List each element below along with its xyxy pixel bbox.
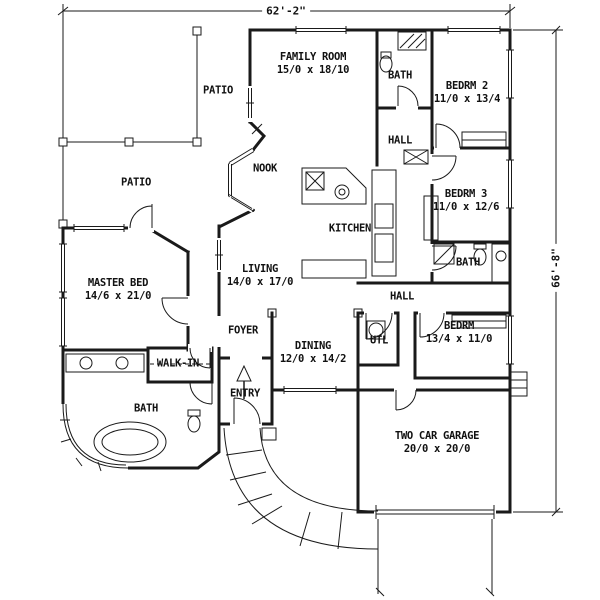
room-label-utility: UTL: [370, 335, 388, 348]
room-name: BEDRM 2: [445, 80, 489, 92]
room-name: ENTRY: [229, 387, 261, 400]
room-label-kitchen: KITCHEN: [329, 223, 371, 236]
room-label-walk-in: WALK-IN: [157, 358, 199, 371]
room-name: BEDRM: [443, 320, 475, 332]
room-label-entry: ENTRY: [230, 388, 260, 401]
room-name: BATH: [455, 256, 481, 269]
room-label-patio-top: PATIO: [203, 85, 233, 98]
room-label-living: LIVING 14/0 x 17/0: [226, 263, 294, 289]
room-label-bath-bottom: BATH: [134, 403, 158, 416]
room-name: KITCHEN: [328, 222, 372, 235]
room-name: BEDRM 3: [444, 188, 488, 200]
room-size: 15/0 x 18/10: [276, 64, 350, 76]
room-label-bath-right: BATH: [456, 257, 480, 270]
patio-edges: [58, 26, 202, 229]
room-label-foyer: FOYER: [228, 325, 258, 338]
room-name: WALK-IN: [156, 357, 200, 370]
room-name: PATIO: [120, 176, 152, 189]
walkway: [223, 427, 379, 550]
room-label-hall-lower: HALL: [390, 291, 414, 304]
fixtures-group: [65, 31, 528, 463]
room-size: 14/0 x 17/0: [226, 276, 294, 288]
room-size: 14/6 x 21/0: [84, 290, 152, 302]
room-name: HALL: [389, 290, 415, 303]
room-label-dining: DINING 12/0 x 14/2: [279, 340, 347, 366]
room-label-nook: NOOK: [253, 163, 277, 176]
room-name: MASTER BED: [87, 277, 149, 289]
room-label-patio-left: PATIO: [121, 177, 151, 190]
room-label-bedroom: BEDRM 13/4 x 11/0: [425, 320, 493, 346]
room-name: FAMILY ROOM: [279, 51, 347, 63]
room-name: BATH: [133, 402, 159, 415]
door-openings: [128, 86, 460, 428]
room-label-master-bed: MASTER BED 14/6 x 21/0: [84, 277, 152, 303]
room-label-bedroom-3: BEDRM 3 11/0 x 12/6: [432, 188, 500, 214]
room-name: FOYER: [227, 324, 259, 337]
room-name: PATIO: [202, 84, 234, 97]
room-name: DINING: [294, 340, 332, 352]
room-label-family-room: FAMILY ROOM 15/0 x 18/10: [276, 51, 350, 77]
room-label-bath-top: BATH: [388, 70, 412, 83]
room-name: UTL: [369, 334, 389, 347]
room-name: BATH: [387, 69, 413, 82]
overall-height-dimension: 66'-8": [549, 244, 563, 292]
room-size: 13/4 x 11/0: [425, 333, 493, 345]
garage-door: [374, 505, 496, 519]
room-label-bedroom-2: BEDRM 2 11/0 x 13/4: [433, 80, 501, 106]
room-name: HALL: [387, 134, 413, 147]
room-name: NOOK: [252, 162, 278, 175]
driveway: [375, 519, 495, 597]
room-size: 11/0 x 12/6: [432, 201, 500, 213]
room-label-garage: TWO CAR GARAGE 20/0 x 20/0: [394, 430, 480, 456]
room-size: 11/0 x 13/4: [433, 93, 501, 105]
windows-group: [59, 26, 514, 472]
overall-width-dimension: 62'-2": [262, 4, 310, 18]
room-name: TWO CAR GARAGE: [394, 430, 480, 442]
room-size: 12/0 x 14/2: [279, 353, 347, 365]
closets-group: [150, 131, 507, 365]
room-label-hall-top: HALL: [388, 135, 412, 148]
room-name: LIVING: [241, 263, 279, 275]
room-size: 20/0 x 20/0: [403, 443, 471, 455]
